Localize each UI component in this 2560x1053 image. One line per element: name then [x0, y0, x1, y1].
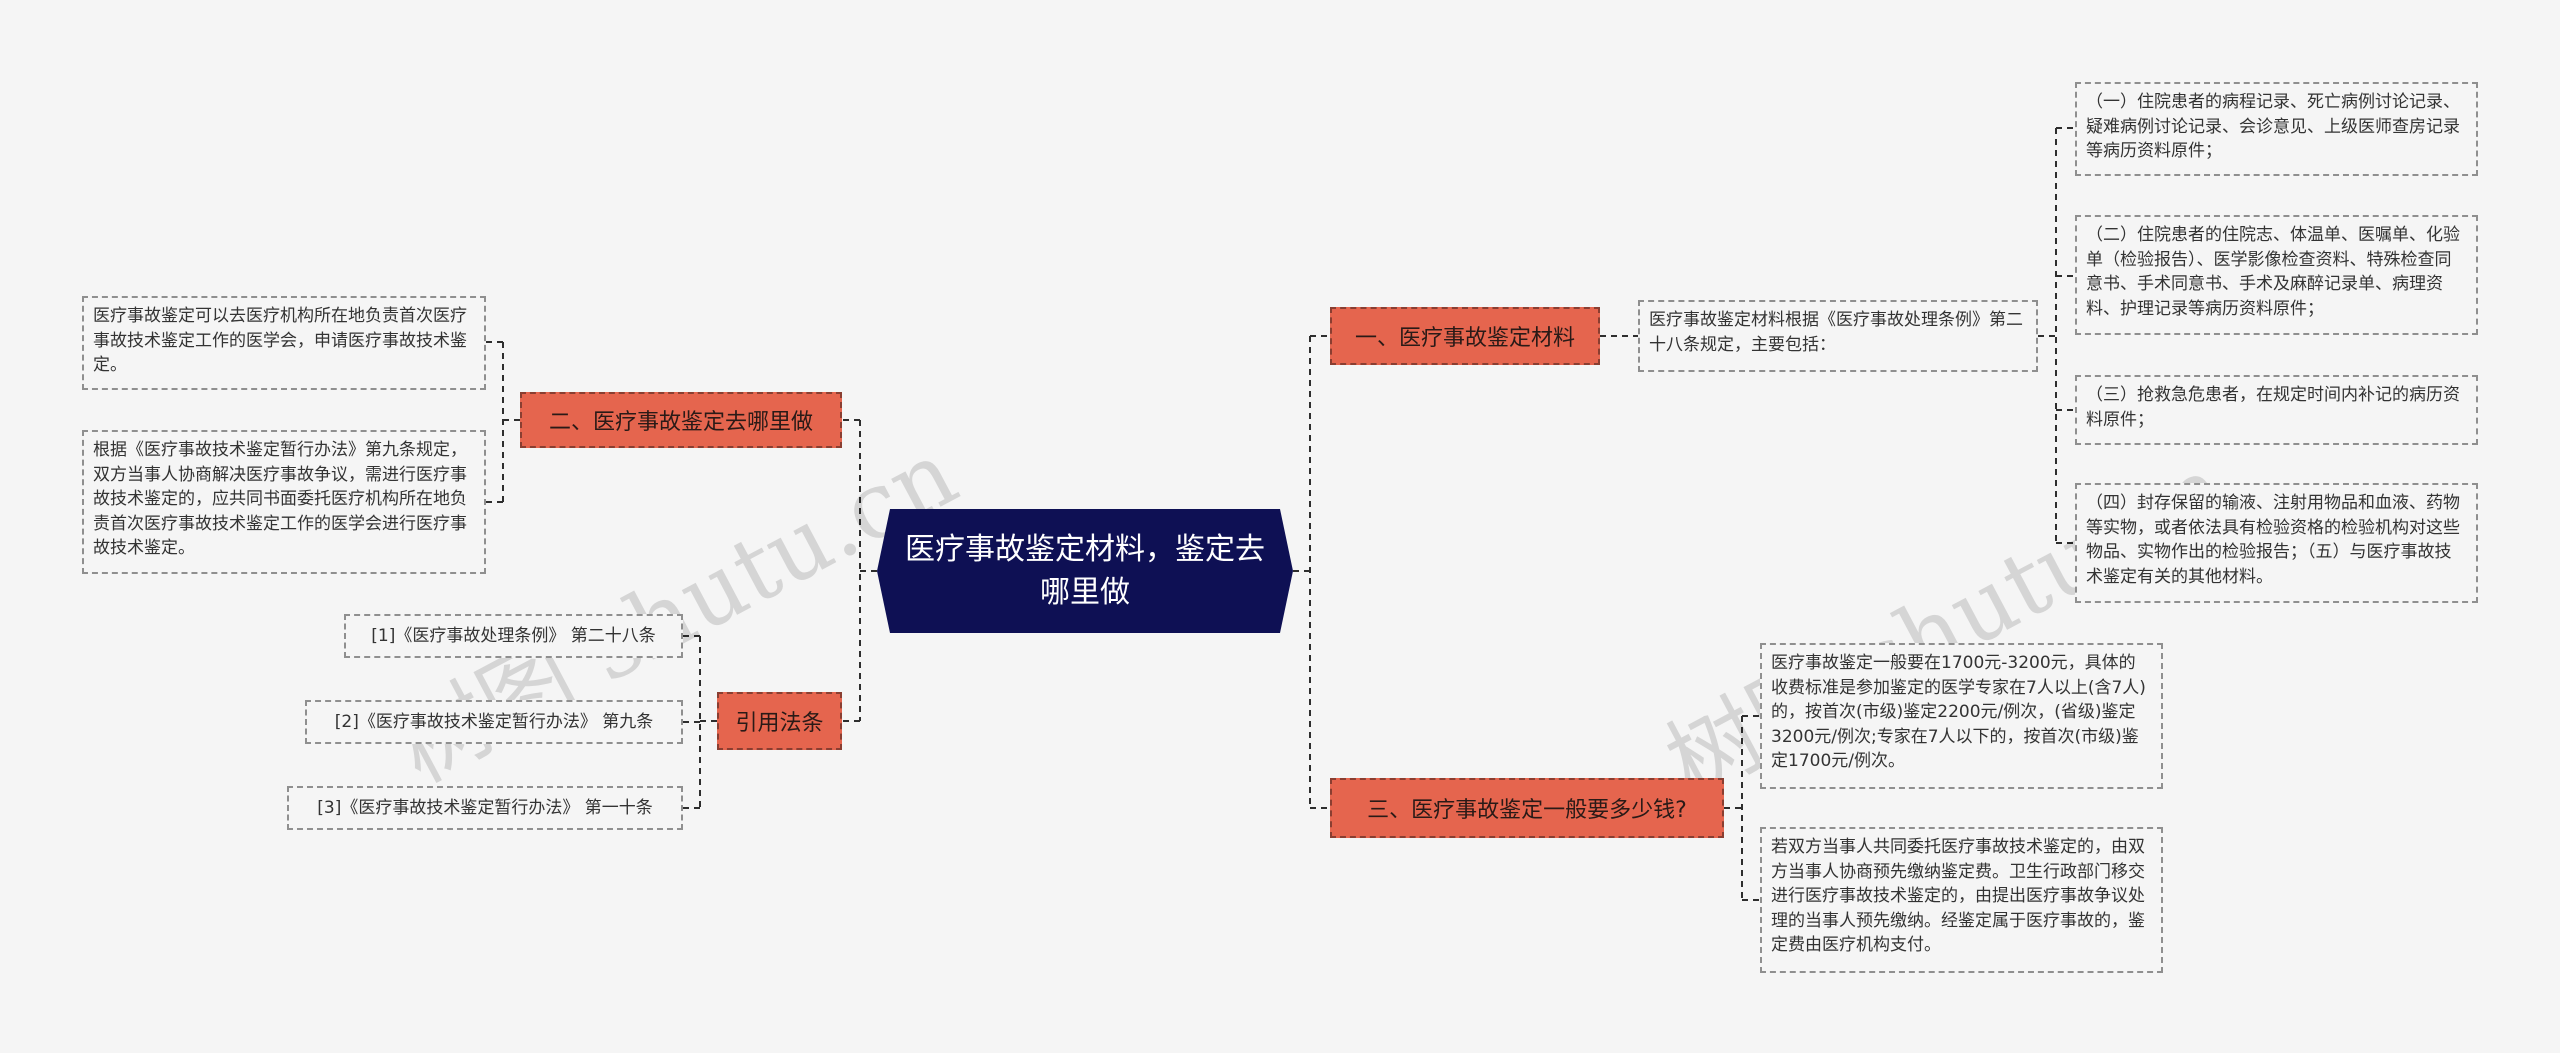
where-item-2[interactable]: 根据《医疗事故技术鉴定暂行办法》第九条规定，双方当事人协商解决医疗事故争议，需进…: [82, 430, 486, 574]
citation-item-2[interactable]: [2]《医疗事故技术鉴定暂行办法》 第九条: [305, 700, 683, 744]
cost-item-1[interactable]: 医疗事故鉴定一般要在1700元-3200元，具体的收费标准是参加鉴定的医学专家在…: [1760, 643, 2163, 789]
materials-item-2[interactable]: （二）住院患者的住院志、体温单、医嘱单、化验单（检验报告）、医学影像检查资料、特…: [2075, 215, 2478, 335]
cost-item-2[interactable]: 若双方当事人共同委托医疗事故技术鉴定的，由双方当事人协商预先缴纳鉴定费。卫生行政…: [1760, 827, 2163, 973]
branch-materials-label: 一、医疗事故鉴定材料: [1354, 326, 1575, 351]
branch-cost[interactable]: 三、医疗事故鉴定一般要多少钱?: [1330, 778, 1724, 838]
branch-materials[interactable]: 一、医疗事故鉴定材料: [1330, 307, 1600, 365]
citation-item-3[interactable]: [3]《医疗事故技术鉴定暂行办法》 第一十条: [287, 786, 683, 830]
materials-item-3[interactable]: （三）抢救急危患者，在规定时间内补记的病历资料原件；: [2075, 375, 2478, 445]
materials-intro[interactable]: 医疗事故鉴定材料根据《医疗事故处理条例》第二十八条规定，主要包括：: [1638, 300, 2038, 372]
where-item-1[interactable]: 医疗事故鉴定可以去医疗机构所在地负责首次医疗事故技术鉴定工作的医学会，申请医疗事…: [82, 296, 486, 390]
root-title: 医疗事故鉴定材料，鉴定去哪里做: [905, 532, 1265, 610]
branch-where[interactable]: 二、医疗事故鉴定去哪里做: [520, 392, 842, 448]
materials-item-4[interactable]: （四）封存保留的输液、注射用物品和血液、药物等实物，或者依法具有检验资格的检验机…: [2075, 483, 2478, 603]
branch-where-label: 二、医疗事故鉴定去哪里做: [548, 410, 813, 435]
citation-item-1[interactable]: [1]《医疗事故处理条例》 第二十八条: [344, 614, 683, 658]
branch-cost-label: 三、医疗事故鉴定一般要多少钱?: [1367, 798, 1687, 823]
branch-citations[interactable]: 引用法条: [717, 692, 842, 750]
branch-citations-label: 引用法条: [735, 711, 824, 736]
root-node[interactable]: 医疗事故鉴定材料，鉴定去哪里做: [877, 509, 1293, 633]
materials-item-1[interactable]: （一）住院患者的病程记录、死亡病例讨论记录、疑难病例讨论记录、会诊意见、上级医师…: [2075, 82, 2478, 176]
